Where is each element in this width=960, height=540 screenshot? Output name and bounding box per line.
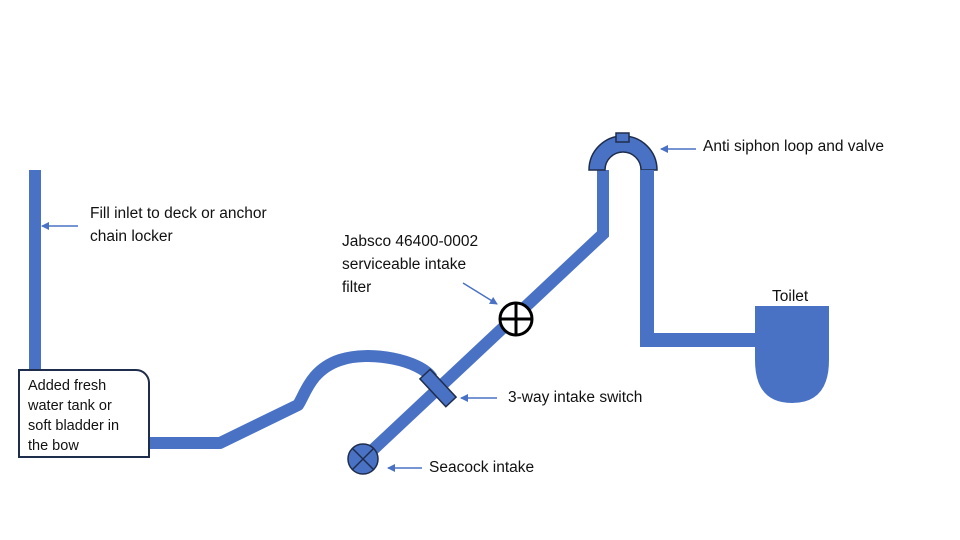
intake-filter [498,301,534,337]
intake-pipe [357,170,609,465]
seacock-valve [347,443,379,475]
tank-label: Added fresh water tank or soft bladder i… [28,378,120,454]
toilet-feed-pipe [640,170,757,347]
three-way-switch [418,368,458,408]
three-way-label: 3-way intake switch [508,389,643,406]
filter-label: Jabsco 46400-0002 serviceable intake fil… [342,233,479,296]
tank-outlet-pipe [150,350,437,449]
anti-siphon-valve [615,132,630,143]
toilet-label: Toilet [772,288,809,305]
anti-siphon-loop-outline [588,135,658,171]
toilet-shape [755,306,829,403]
anti-siphon-label: Anti siphon loop and valve [703,138,884,155]
fill-inlet-label: Fill inlet to deck or anchor chain locke… [90,205,267,245]
fill-inlet-pipe [29,170,41,370]
seacock-label: Seacock intake [429,459,535,476]
filter-arrow [462,282,498,305]
fresh-water-tank: Added fresh water tank or soft bladder i… [18,369,150,458]
anti-siphon-loop [589,136,657,171]
